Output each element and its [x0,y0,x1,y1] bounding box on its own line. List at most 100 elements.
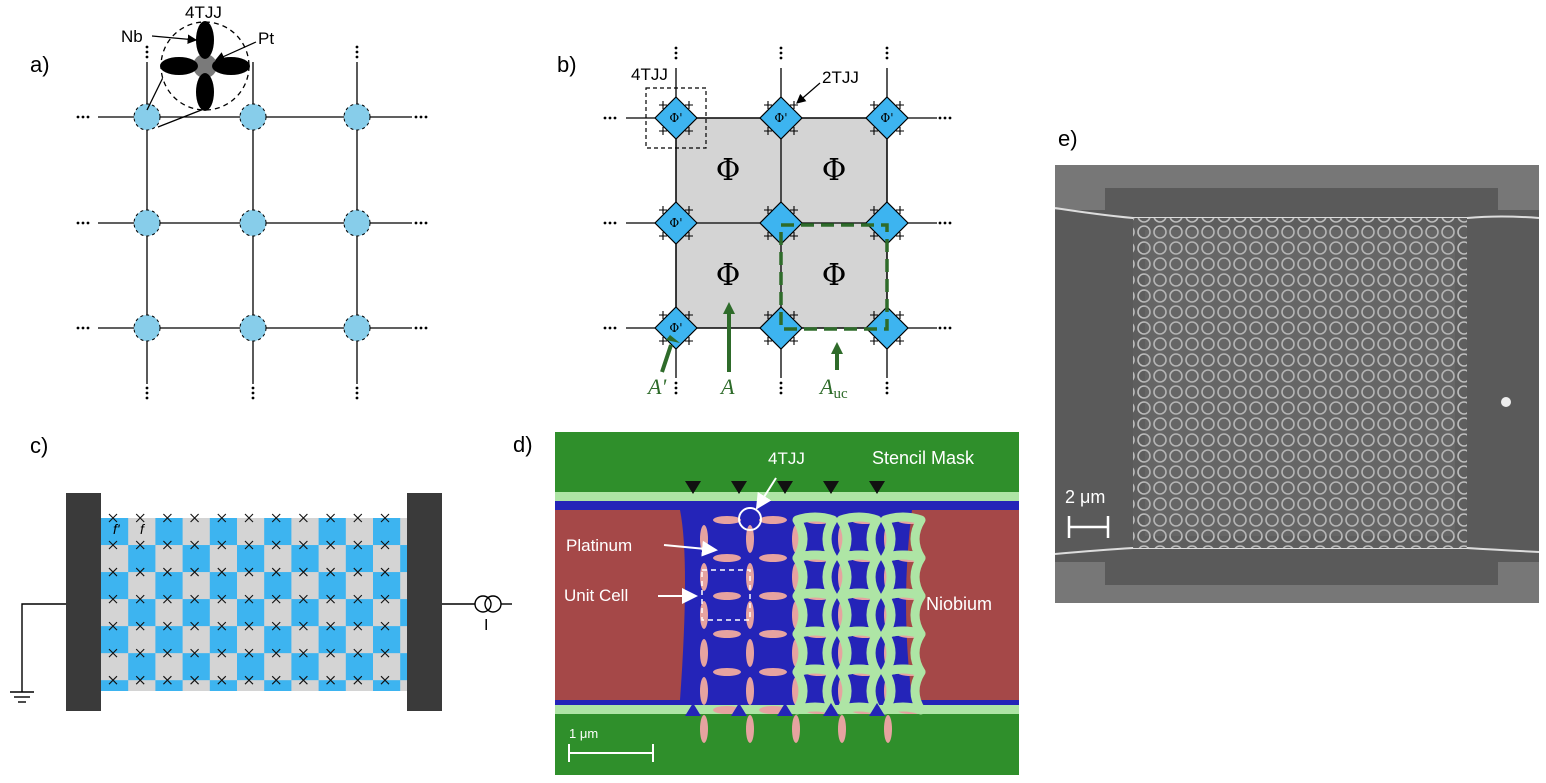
a-uc-label: Auc [818,374,848,402]
junction-cross [326,648,335,658]
platinum-island [700,601,708,629]
4tjj-highlight-box [645,87,707,149]
junction-cross [764,101,772,109]
continuation-dot [674,56,678,60]
stencil-tooth [869,481,885,494]
junction-cross [163,621,172,631]
4tjj-label: 4TJJ [768,449,805,468]
junction-cross [790,232,798,240]
array-inner-shade [1145,230,1455,536]
junction-cross [326,594,335,604]
continuation-dot [608,116,612,120]
a-label: A [719,374,735,399]
continuation-dot [674,51,678,55]
junction-cross [135,675,145,685]
continuation-dot [424,115,428,119]
junction-cross [244,675,254,685]
junction-cross [244,648,254,658]
continuation-dot [145,391,149,395]
junction-cross [870,127,878,135]
junction-cross [108,540,118,550]
continuation-dot [355,396,359,400]
junction-cross [380,594,390,604]
ground-wire [21,603,66,692]
continuation-dot [779,386,783,390]
inset-4tjj-label: 4TJJ [185,3,222,22]
junction-cross [790,206,798,214]
4tjj-label: 4TJJ [631,65,668,84]
continuation-dot [948,326,952,330]
array-tile [345,599,373,627]
continuation-dot [943,116,947,120]
pt-island [193,54,217,78]
junction-cross [326,513,335,523]
junction-cross [271,648,281,658]
stencil-tooth [731,703,747,716]
junction-cross [353,675,363,685]
junction-cross [896,337,904,345]
junction-cross [659,206,667,214]
junction-node [343,314,371,342]
junction-cross [896,311,904,319]
junction-cross [108,648,118,658]
junction-cross [353,513,363,523]
junction-cross [790,337,798,345]
junction-cross [659,101,667,109]
junction-cross [244,621,254,631]
array-tile [264,626,292,654]
platinum-island [759,516,787,524]
junction-cross [764,127,772,135]
junction-cross [135,567,145,577]
junction-cross [244,594,254,604]
junction-cross [244,513,254,523]
continuation-dot [145,55,149,59]
junction-cross [299,567,308,577]
junction-node [239,209,267,237]
array-tile [182,545,210,573]
junction-cross [790,311,798,319]
junction-array [1133,218,1467,548]
platinum-island [746,715,754,743]
unit-cell-label: Unit Cell [564,586,628,605]
junction-cross [190,675,199,685]
continuation-dot [355,45,359,49]
array-tile [155,518,183,546]
junction-node [239,103,267,131]
platinum-island [746,639,754,667]
platinum-island [700,677,708,705]
junction-crosses [108,513,390,685]
junction-cross [659,127,667,135]
array-tile [264,518,292,546]
platinum-island [759,592,787,600]
junction-inset: 4TJJ Nb Pt [121,3,274,128]
continuation-dot [603,326,607,330]
continuation-dot [86,115,90,119]
continuation-dot [424,326,428,330]
array-tile [237,653,265,681]
platinum-island [700,715,708,743]
array-tile [318,680,346,691]
unit-cell-box [701,569,751,621]
junction-cross [163,675,172,685]
junction-cross [217,675,227,685]
inset-nb-label: Nb [121,27,143,46]
junction-cross [190,594,199,604]
junction-cross [380,513,390,523]
junction-cross [353,540,363,550]
panel-c-circuit: c) I f' f [10,433,512,711]
nb-arrow [151,34,198,45]
array-tiles [101,518,407,691]
junction-cross [870,232,878,240]
f-label: f [140,521,146,537]
sem-bottom-electrode [1055,562,1539,603]
junction-cross [353,594,363,604]
niobium-left [555,510,685,700]
array-tile [373,572,401,600]
junction-node [239,314,267,342]
continuation-dot [779,56,783,60]
platinum-island [759,668,787,676]
panel-d-label: d) [513,432,533,457]
debris-particle [1501,397,1511,407]
platinum-island [759,554,787,562]
right-electrode [407,493,442,711]
